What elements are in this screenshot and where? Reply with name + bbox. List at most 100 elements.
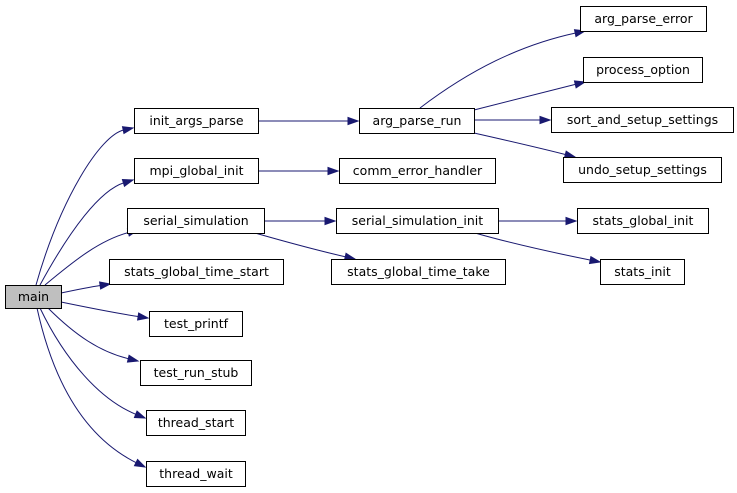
edge-arg_parse_run-to-sort_and_setup_settings	[474, 115, 552, 125]
node-process-option[interactable]: process_option	[583, 57, 703, 83]
node-label: sort_and_setup_settings	[567, 112, 718, 127]
edge-line	[39, 307, 137, 416]
edges-layer	[35, 29, 602, 468]
arrow-head-icon	[563, 150, 577, 159]
edge-main-to-mpi_global_init	[39, 179, 135, 286]
node-box[interactable]	[140, 360, 252, 386]
arrow-head-icon	[121, 179, 135, 188]
node-thread-start[interactable]: thread_start	[146, 410, 246, 436]
node-sort-and-setup-settings[interactable]: sort_and_setup_settings	[551, 107, 734, 133]
edge-main-to-test_printf	[60, 301, 150, 321]
edge-main-to-test_run_stub	[47, 307, 140, 363]
edge-main-to-stats_global_time_start	[60, 281, 112, 294]
node-arg-parse-run[interactable]: arg_parse_run	[359, 108, 475, 134]
node-stats-global-time-start[interactable]: stats_global_time_start	[109, 259, 284, 285]
node-init-args-parse[interactable]: init_args_parse	[134, 108, 259, 134]
arrow-head-icon	[347, 116, 360, 126]
node-box[interactable]	[146, 410, 246, 436]
node-label: main	[18, 289, 49, 304]
node-box[interactable]	[5, 285, 62, 309]
arrow-head-icon	[324, 216, 337, 226]
arrow-head-icon	[565, 216, 578, 226]
node-stats-global-init[interactable]: stats_global_init	[577, 208, 709, 234]
edge-line	[419, 32, 577, 109]
node-comm-error-handler[interactable]: comm_error_handler	[339, 158, 496, 184]
node-stats-global-time-take[interactable]: stats_global_time_take	[331, 259, 506, 285]
node-box[interactable]	[359, 108, 475, 134]
node-label: thread_wait	[159, 466, 233, 481]
edge-mpi_global_init-to-comm_error_handler	[257, 166, 340, 176]
node-label: serial_simulation_init	[352, 213, 483, 228]
node-box[interactable]	[331, 259, 506, 285]
edge-line	[254, 232, 347, 258]
node-label: stats_init	[614, 264, 671, 279]
node-serial-simulation[interactable]: serial_simulation	[127, 208, 265, 234]
edge-arg_parse_run-to-process_option	[473, 80, 587, 111]
node-box[interactable]	[134, 158, 259, 184]
node-test-printf[interactable]: test_printf	[149, 311, 243, 337]
edge-line	[36, 307, 138, 464]
edge-line	[47, 307, 130, 360]
edge-line	[473, 83, 577, 111]
node-box[interactable]	[134, 108, 259, 134]
arrow-head-icon	[573, 80, 587, 89]
edge-line	[474, 232, 592, 261]
node-box[interactable]	[336, 208, 499, 234]
node-label: arg_parse_error	[594, 11, 693, 26]
nodes-layer: main init_args_parse mpi_global_initserial…	[5, 6, 734, 487]
node-mpi-global-init[interactable]: mpi_global_init	[134, 158, 259, 184]
node-label: test_printf	[164, 316, 229, 331]
edge-main-to-thread_wait	[36, 307, 147, 468]
node-box[interactable]	[583, 57, 703, 83]
arrow-head-icon	[588, 255, 602, 265]
edge-line	[35, 129, 125, 286]
edge-serial_simulation-to-stats_global_time_take	[254, 232, 357, 261]
arrow-head-icon	[133, 410, 147, 419]
node-label: thread_start	[158, 415, 234, 430]
edge-main-to-thread_start	[39, 307, 147, 419]
node-label: test_run_stub	[154, 365, 239, 380]
node-box[interactable]	[577, 208, 709, 234]
arrow-head-icon	[98, 281, 112, 290]
node-stats-init[interactable]: stats_init	[600, 259, 685, 285]
arrow-head-icon	[121, 126, 135, 135]
node-box[interactable]	[600, 259, 685, 285]
node-box[interactable]	[127, 208, 265, 234]
node-label: comm_error_handler	[353, 163, 483, 178]
node-arg-parse-error[interactable]: arg_parse_error	[580, 6, 707, 32]
edge-main-to-init_args_parse	[35, 126, 135, 286]
edge-arg_parse_run-to-arg_parse_error	[419, 29, 587, 109]
node-label: arg_parse_run	[373, 113, 462, 128]
edge-line	[44, 231, 130, 286]
edge-line	[39, 182, 125, 286]
node-undo-setup-settings[interactable]: undo_setup_settings	[563, 157, 722, 183]
edge-arg_parse_run-to-undo_setup_settings	[473, 132, 577, 159]
arrow-head-icon	[539, 115, 552, 125]
node-thread-wait[interactable]: thread_wait	[146, 461, 246, 487]
node-label: mpi_global_init	[150, 163, 244, 178]
edge-serial_simulation_init-to-stats_global_init	[498, 216, 578, 226]
node-box[interactable]	[580, 6, 707, 32]
edge-serial_simulation_init-to-stats_init	[474, 232, 602, 265]
arrow-head-icon	[327, 166, 340, 176]
node-box[interactable]	[551, 107, 734, 133]
node-label: undo_setup_settings	[578, 162, 707, 177]
node-box[interactable]	[109, 259, 284, 285]
node-label: process_option	[596, 62, 690, 77]
node-test-run-stub[interactable]: test_run_stub	[140, 360, 252, 386]
node-label: stats_global_init	[593, 213, 694, 228]
node-box[interactable]	[146, 461, 246, 487]
edge-line	[473, 132, 567, 156]
node-label: serial_simulation	[143, 213, 248, 228]
node-serial-simulation-init[interactable]: serial_simulation_init	[336, 208, 499, 234]
arrow-head-icon	[126, 354, 140, 363]
edge-line	[60, 284, 102, 294]
node-label: init_args_parse	[149, 113, 244, 128]
node-label: stats_global_time_take	[347, 264, 490, 279]
node-box[interactable]	[339, 158, 496, 184]
node-main[interactable]: main	[5, 285, 62, 309]
node-box[interactable]	[149, 311, 243, 337]
edge-line	[60, 301, 140, 318]
node-box[interactable]	[563, 157, 722, 183]
